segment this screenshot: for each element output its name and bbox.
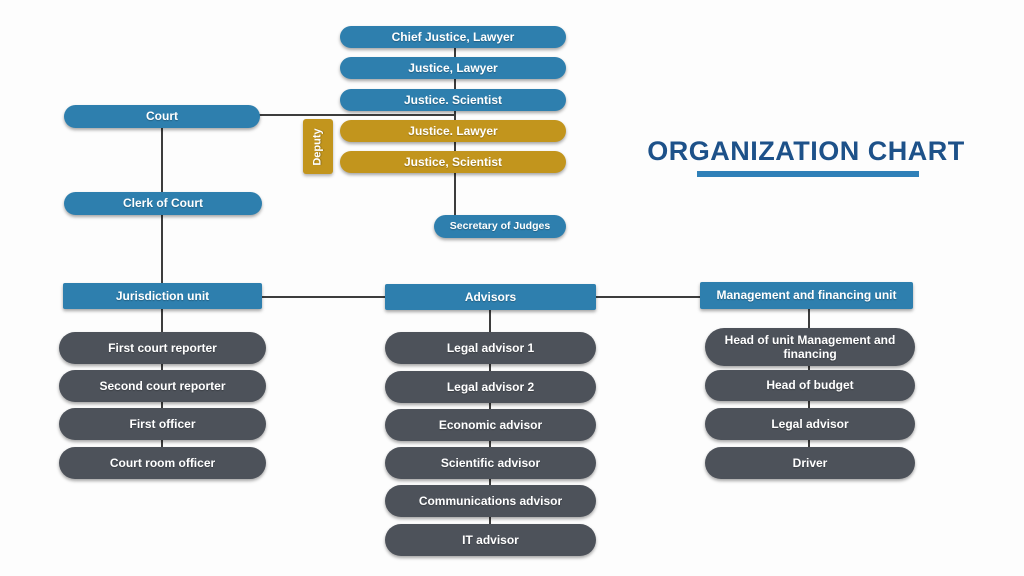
org-node-head-of-unit-management: Head of unit Management and financing bbox=[705, 328, 915, 366]
org-node-economic-advisor: Economic advisor bbox=[385, 409, 596, 441]
org-node-legal-advisor-2: Legal advisor 2 bbox=[385, 371, 596, 403]
title-underline bbox=[697, 171, 919, 177]
connector-court-to-stack bbox=[258, 114, 456, 116]
org-node-scientific-advisor: Scientific advisor bbox=[385, 447, 596, 479]
deputy-group-label: Deputy bbox=[303, 119, 333, 174]
org-node-first-officer: First officer bbox=[59, 408, 266, 440]
page-title: ORGANIZATION CHART bbox=[647, 136, 965, 166]
org-node-court-room-officer: Court room officer bbox=[59, 447, 266, 479]
deputy-group-label-text: Deputy bbox=[312, 127, 324, 166]
org-node-first-court-reporter: First court reporter bbox=[59, 332, 266, 364]
org-node-legal-advisor-1: Legal advisor 1 bbox=[385, 332, 596, 364]
org-header-advisors: Advisors bbox=[385, 284, 596, 310]
org-node-justice-scientist: Justice. Scientist bbox=[340, 89, 566, 111]
org-node-clerk-of-court: Clerk of Court bbox=[64, 192, 262, 215]
org-header-management-financing: Management and financing unit bbox=[700, 282, 913, 309]
org-node-deputy-justice-lawyer: Justice. Lawyer bbox=[340, 120, 566, 142]
org-node-it-advisor: IT advisor bbox=[385, 524, 596, 556]
org-node-legal-advisor-management: Legal advisor bbox=[705, 408, 915, 440]
org-header-jurisdiction-unit: Jurisdiction unit bbox=[63, 283, 262, 309]
org-node-chief-justice: Chief Justice, Lawyer bbox=[340, 26, 566, 48]
org-node-driver: Driver bbox=[705, 447, 915, 479]
org-node-second-court-reporter: Second court reporter bbox=[59, 370, 266, 402]
org-node-head-of-budget: Head of budget bbox=[705, 370, 915, 401]
org-node-secretary-of-judges: Secretary of Judges bbox=[434, 215, 566, 238]
org-node-communications-advisor: Communications advisor bbox=[385, 485, 596, 517]
org-node-court: Court bbox=[64, 105, 260, 128]
org-node-deputy-justice-scientist: Justice, Scientist bbox=[340, 151, 566, 173]
org-node-justice-lawyer: Justice, Lawyer bbox=[340, 57, 566, 79]
